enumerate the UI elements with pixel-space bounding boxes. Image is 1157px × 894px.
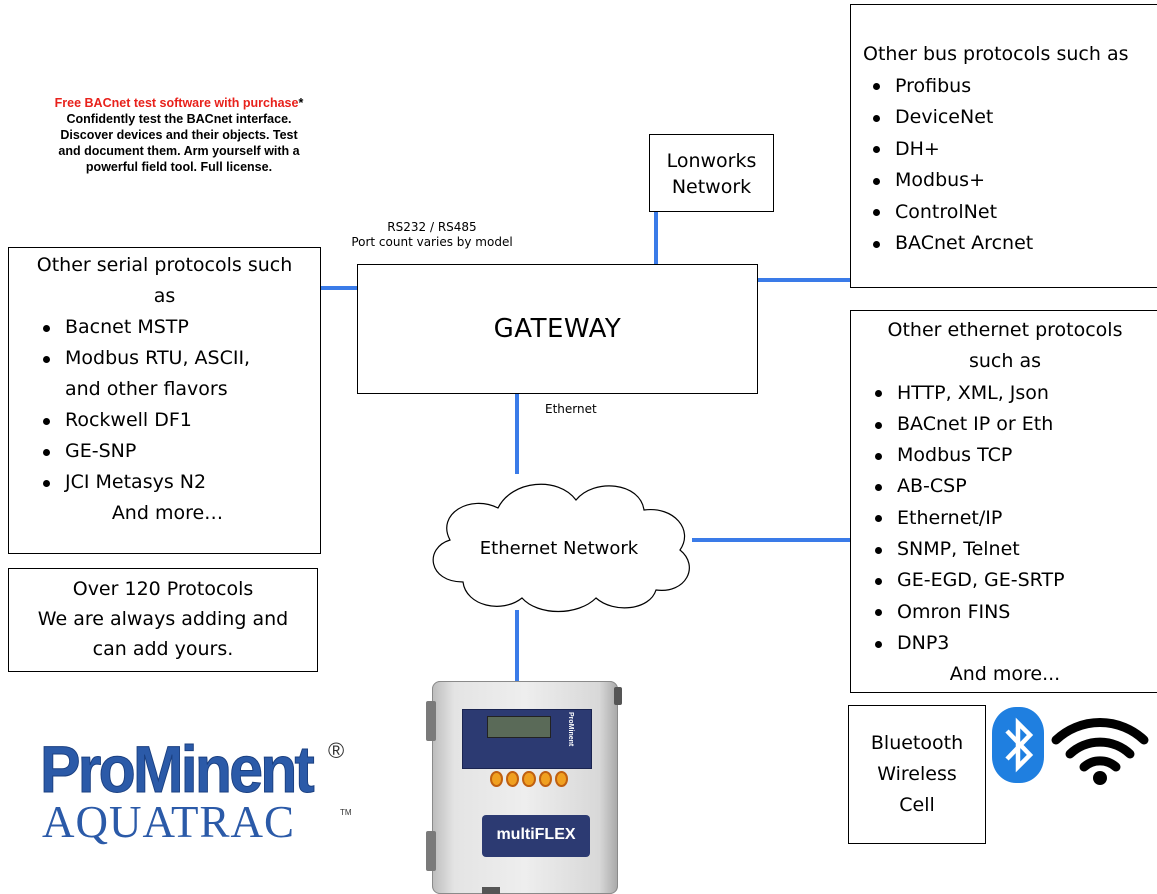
wireless-line-1: Bluetooth <box>870 732 964 754</box>
cloud-label: Ethernet Network <box>480 538 639 559</box>
promo-line-3: and document them. Arm yourself with a <box>58 144 300 158</box>
ethernet-network-cloud: Ethernet Network <box>432 483 690 613</box>
connector-gateway-cloud <box>515 394 519 474</box>
protocols-count-line-2: We are always adding and <box>37 608 289 630</box>
list-item: and other flavors <box>65 378 228 400</box>
device-lcd <box>487 716 551 738</box>
logo-registered: ® <box>328 738 345 763</box>
list-item: ControlNet <box>865 197 1157 229</box>
list-item: GE-EGD, GE-SRTP <box>867 565 1157 596</box>
connector-cloud-device <box>515 610 519 682</box>
serial-port-line-2: Port count varies by model <box>351 235 513 249</box>
ethernet-protocols-title-2: such as <box>968 350 1041 373</box>
device-key <box>554 771 569 787</box>
list-item: Modbus+ <box>865 165 1157 197</box>
bus-protocols-title: Other bus protocols such as <box>863 43 1129 65</box>
logo-brand: ProMinent <box>40 736 316 803</box>
wireless-line-3: Cell <box>899 794 935 816</box>
protocols-count-line-1: Over 120 Protocols <box>72 578 254 600</box>
logo-brand-text: ProMinent <box>40 732 316 806</box>
wireless-line-2: Wireless <box>877 763 957 785</box>
ethernet-label: Ethernet <box>545 402 597 416</box>
serial-protocols-box: Other serial protocols such as Bacnet MS… <box>8 247 321 554</box>
list-item: DeviceNet <box>865 102 1157 134</box>
list-item: Rockwell DF1 <box>35 405 320 436</box>
list-item: AB-CSP <box>867 471 1157 502</box>
lonworks-network-box: Lonworks Network <box>649 134 774 212</box>
device-keypad <box>490 771 569 787</box>
list-item: DH+ <box>865 134 1157 166</box>
connector-cloud-ethernet <box>692 538 852 542</box>
logo-sub: AQUATRAC <box>42 797 296 847</box>
list-item: Bacnet MSTP <box>35 312 320 343</box>
device-key <box>490 771 504 787</box>
connector-serial-gateway <box>320 286 358 290</box>
serial-protocols-title-2: as <box>153 285 176 307</box>
serial-port-line-1: RS232 / RS485 <box>387 220 477 234</box>
list-item: Modbus TCP <box>867 440 1157 471</box>
device-key <box>522 771 536 787</box>
promo-line-4: powerful field tool. Full license. <box>85 160 273 174</box>
list-item: Omron FINS <box>867 597 1157 628</box>
promo-asterisk: * <box>298 96 304 110</box>
list-item: BACnet Arcnet <box>865 228 1157 260</box>
list-item: SNMP, Telnet <box>867 534 1157 565</box>
device-hinge-top <box>426 701 436 741</box>
device-badge: ProMinent <box>567 712 574 747</box>
device-key <box>506 771 520 787</box>
gateway-label: GATEWAY <box>493 314 622 344</box>
device-name-plate: multiFLEX <box>482 815 590 857</box>
wifi-icon <box>1051 718 1149 785</box>
ethernet-protocols-list: HTTP, XML, Json BACnet IP or Eth Modbus … <box>851 378 1157 660</box>
lonworks-line-2: Network <box>671 176 752 198</box>
prominent-aquatrac-logo: ProMinent ® AQUATRAC TM <box>40 736 360 847</box>
list-item: Ethernet/IP <box>867 503 1157 534</box>
ethernet-protocols-title-1: Other ethernet protocols <box>887 319 1123 341</box>
promo-line-2: Discover devices and their objects. Test <box>60 128 298 142</box>
promo-highlight: Free BACnet test software with purchase <box>54 96 299 110</box>
device-bottom-connector <box>482 887 500 894</box>
device-display-panel: ProMinent <box>462 709 592 769</box>
device-hinge-bottom <box>426 831 436 871</box>
ethernet-protocols-box: Other ethernet protocols such as HTTP, X… <box>850 310 1157 693</box>
device-name: multiFLEX <box>496 826 576 843</box>
protocols-count-box: Over 120 Protocols We are always adding … <box>8 568 318 672</box>
protocols-count-line-3: can add yours. <box>92 638 234 660</box>
device-latch <box>614 687 622 705</box>
gateway-box: GATEWAY <box>357 264 758 394</box>
connector-gateway-bus <box>757 278 851 282</box>
list-item: Profibus <box>865 71 1157 103</box>
list-item: HTTP, XML, Json <box>867 378 1157 409</box>
serial-port-label: RS232 / RS485 Port count varies by model <box>337 220 527 250</box>
bus-protocols-list: Profibus DeviceNet DH+ Modbus+ ControlNe… <box>851 71 1157 260</box>
wireless-box: Bluetooth Wireless Cell <box>848 705 986 844</box>
list-item: DNP3 <box>867 628 1157 659</box>
serial-protocols-title-1: Other serial protocols such <box>36 254 293 276</box>
serial-protocols-footer: And more… <box>111 502 224 524</box>
lonworks-line-1: Lonworks <box>666 150 757 172</box>
ethernet-protocols-footer: And more... <box>949 663 1061 686</box>
serial-protocols-list: Bacnet MSTP Modbus RTU, ASCII, and other… <box>9 312 320 498</box>
promo-text: Free BACnet test software with purchase*… <box>14 95 344 175</box>
list-item: BACnet IP or Eth <box>867 409 1157 440</box>
list-item: Modbus RTU, ASCII, <box>35 343 320 374</box>
device-key <box>538 771 552 787</box>
list-item: JCI Metasys N2 <box>35 467 320 498</box>
promo-line-1: Confidently test the BACnet interface. <box>66 112 292 126</box>
list-item: GE-SNP <box>35 436 320 467</box>
logo-tm: TM <box>340 808 352 817</box>
bluetooth-icon <box>992 707 1044 783</box>
connector-lonworks-gateway <box>654 212 658 264</box>
bus-protocols-box: Other bus protocols such as Profibus Dev… <box>850 4 1157 288</box>
multiflex-device: ProMinent multiFLEX <box>426 681 622 894</box>
